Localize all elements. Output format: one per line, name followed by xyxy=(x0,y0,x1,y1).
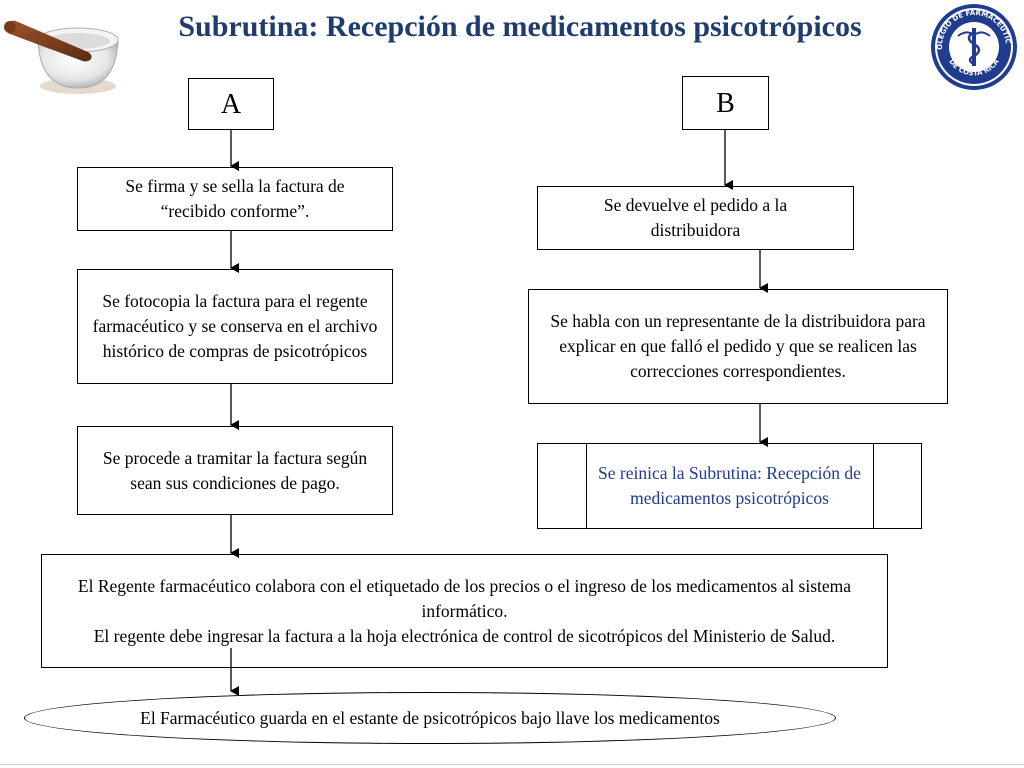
branch-a-step-2: Se fotocopia la factura para el regente … xyxy=(77,269,393,384)
pharmacists-college-seal-icon: COLEGIO DE FARMACEUTICOS DE COSTA RICA xyxy=(928,2,1017,90)
bottom-divider xyxy=(0,764,1024,765)
branch-b-step-1: Se devuelve el pedido a la distribuidora xyxy=(537,186,854,250)
regent-tasks-box: El Regente farmacéutico colabora con el … xyxy=(41,554,888,668)
branch-a-label: A xyxy=(188,78,274,130)
branch-a-step-1: Se firma y se sella la factura de “recib… xyxy=(77,167,393,231)
subroutine-left-bar xyxy=(586,443,587,529)
subroutine-right-bar xyxy=(873,443,874,529)
restart-subroutine-box: Se reinica la Subrutina: Recepción de me… xyxy=(537,443,922,529)
page-title: Subrutina: Recepción de medicamentos psi… xyxy=(178,10,862,43)
branch-b-label: B xyxy=(682,76,769,130)
branch-b-step-2: Se habla con un representante de la dist… xyxy=(528,289,948,404)
branch-a-step-3: Se procede a tramitar la factura según s… xyxy=(77,426,393,515)
terminal-ellipse: El Farmacéutico guarda en el estante de … xyxy=(24,692,836,744)
mortar-and-pestle-icon xyxy=(4,20,119,94)
